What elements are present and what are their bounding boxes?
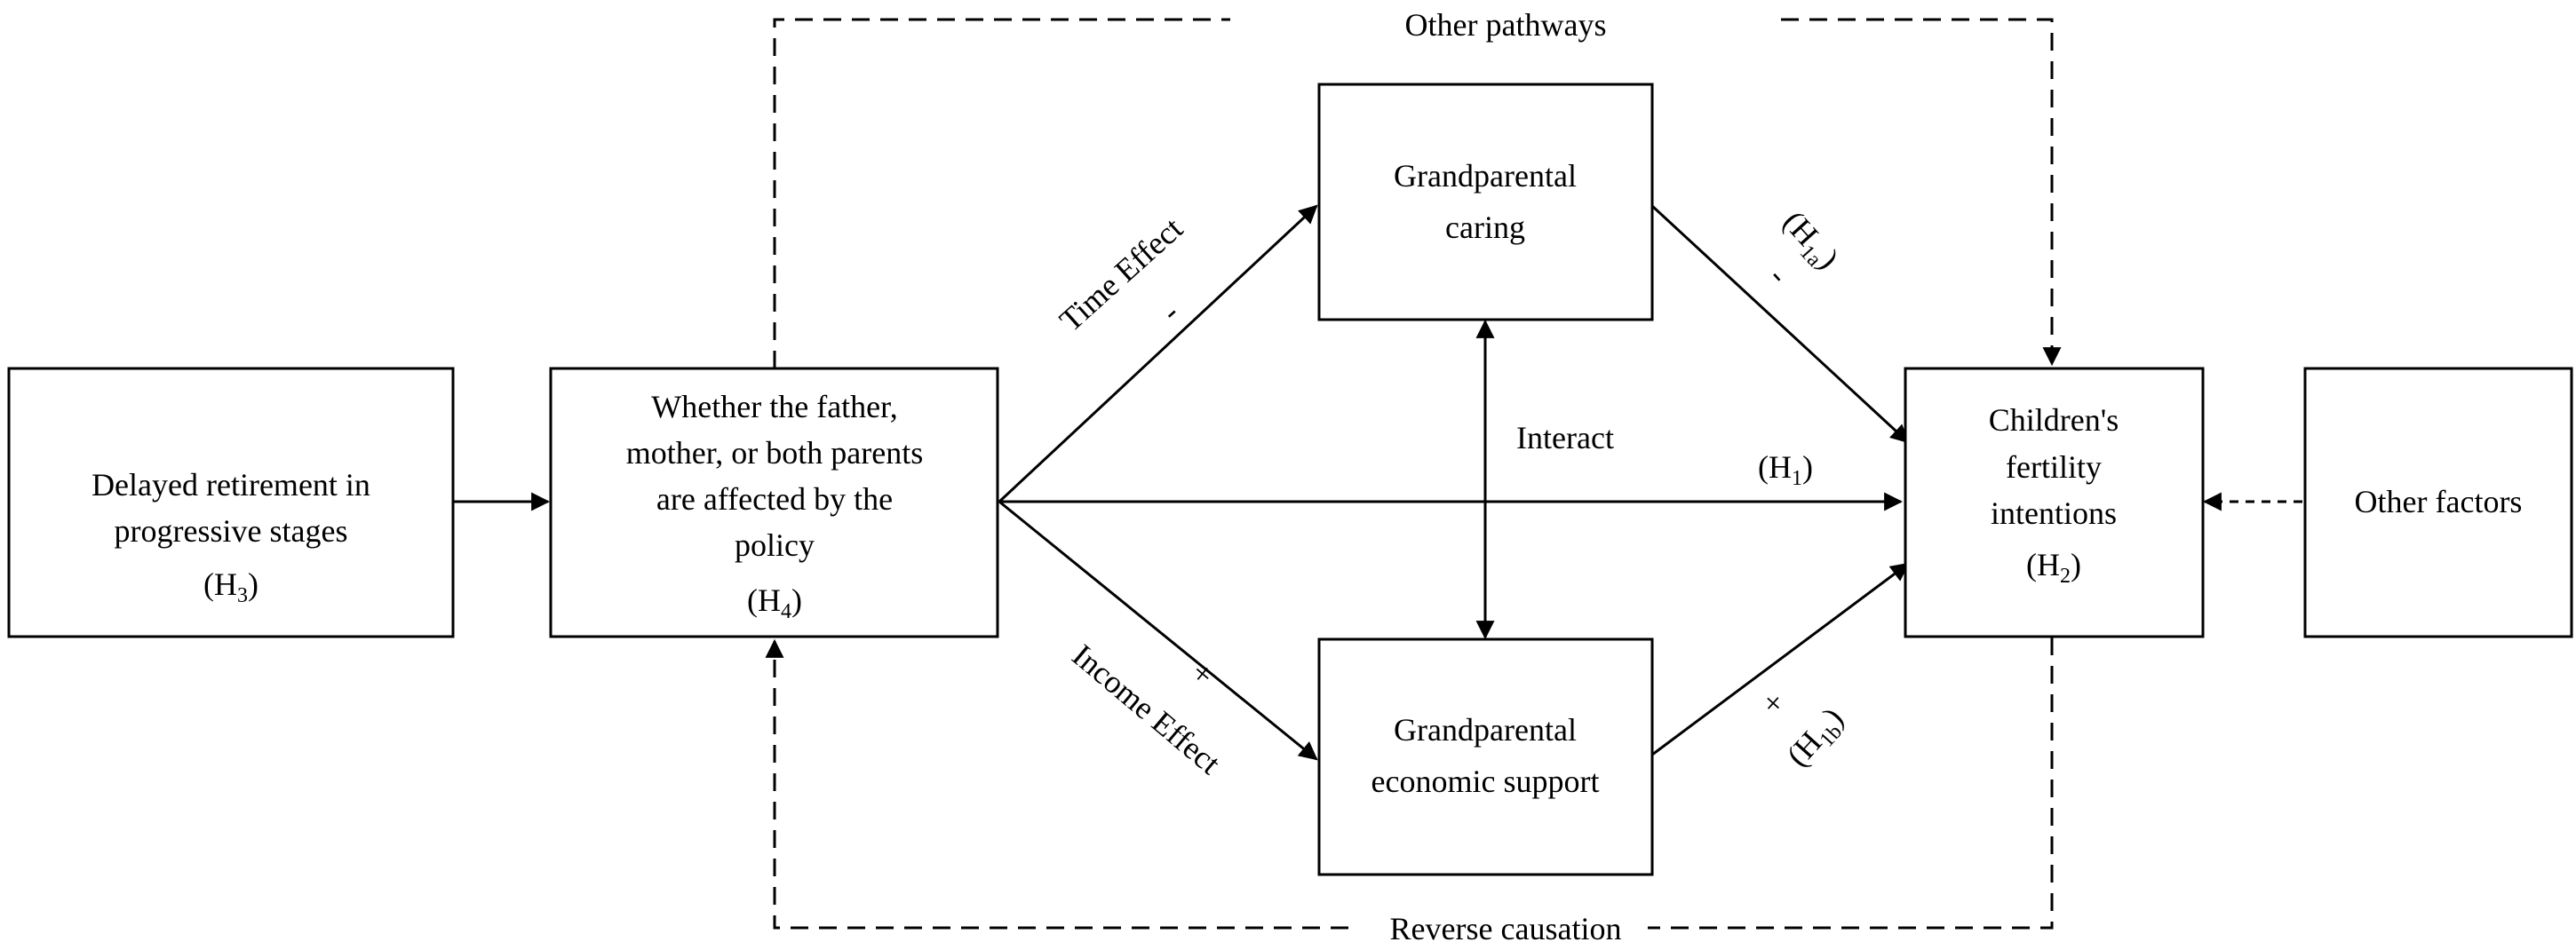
delayed-hypothesis: (H3) — [203, 566, 258, 607]
other-factors-label: Other factors — [2355, 484, 2523, 519]
h1a-arrow — [1650, 204, 1910, 444]
children-line2: fertility — [2006, 449, 2102, 485]
caring-line2: caring — [1445, 210, 1525, 245]
caring-line1: Grandparental — [1394, 158, 1577, 194]
children-hypothesis: (H2) — [2026, 547, 2081, 588]
h1a-sign: - — [1762, 259, 1796, 291]
children-fertility-box — [1904, 367, 2205, 638]
income-effect-sign: + — [1184, 654, 1220, 693]
grandparental-economic-box — [1317, 637, 1654, 876]
policy-exposure-box — [549, 367, 999, 638]
time-effect-sign: - — [1154, 295, 1186, 329]
children-line3: intentions — [1991, 495, 2117, 531]
h1b-label: (H1b) — [1779, 701, 1854, 777]
reverse-causation-label: Reverse causation — [1390, 911, 1622, 946]
grandparental-caring-box — [1317, 83, 1654, 321]
time-effect-arrow — [998, 204, 1318, 503]
whether-hypothesis: (H4) — [747, 582, 802, 623]
economic-line2: economic support — [1371, 764, 1600, 799]
income-effect-arrow — [998, 500, 1318, 761]
interact-label: Interact — [1516, 420, 1614, 455]
other-pathways-label: Other pathways — [1405, 7, 1607, 43]
other-factors-box — [2303, 367, 2573, 638]
whether-line1: Whether the father, — [651, 389, 897, 424]
other-pathways-path — [773, 18, 1230, 368]
reverse-causation-path-left — [765, 638, 1348, 930]
economic-line1: Grandparental — [1394, 712, 1577, 748]
h1b-sign: + — [1753, 685, 1792, 722]
children-line1: Children's — [1989, 402, 2119, 438]
other-pathways-path-right — [1781, 18, 2062, 367]
delayed-line2: progressive stages — [115, 513, 348, 549]
whether-line4: policy — [735, 527, 815, 563]
whether-line2: mother, or both parents — [626, 435, 923, 471]
delayed-retirement-box — [7, 367, 455, 638]
whether-line3: are affected by the — [656, 481, 893, 517]
delayed-line1: Delayed retirement in — [91, 467, 370, 503]
h1-label: (H1) — [1758, 449, 1813, 490]
h1b-arrow — [1651, 562, 1910, 756]
reverse-causation-path — [1648, 637, 2054, 930]
